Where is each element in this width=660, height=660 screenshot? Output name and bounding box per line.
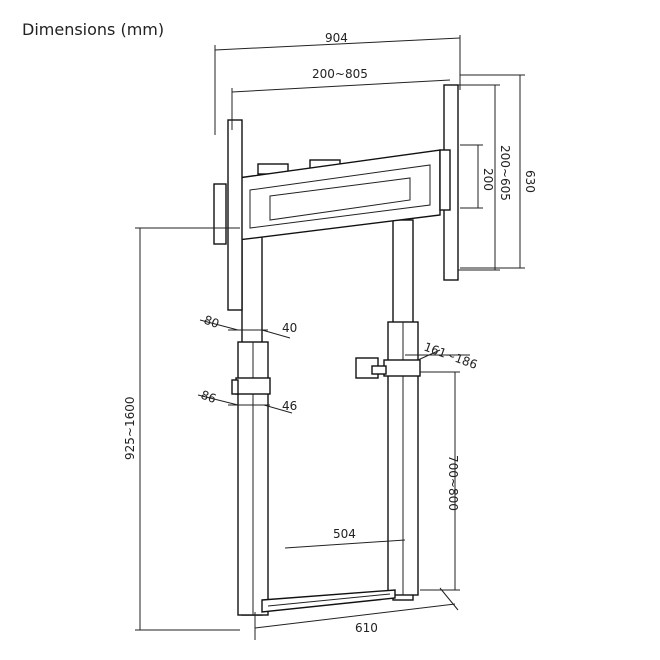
dim-overall-width: 904: [325, 31, 348, 45]
vesa-rail-left: [213, 119, 243, 311]
crossbar: [237, 149, 441, 241]
diagram-title: Dimensions (mm): [22, 20, 165, 39]
dim-overall-height: 925~1600: [123, 397, 137, 461]
dim-clamp-height: 700~800: [446, 455, 460, 511]
right-upright: [355, 219, 421, 601]
left-upright: [231, 229, 271, 616]
dim-base-width: 610: [355, 621, 378, 635]
vesa-rail-right: [439, 84, 459, 281]
dim-clamp-range: 161~186: [422, 340, 479, 372]
dim-inner-width: 504: [333, 527, 356, 541]
dim-lower-depth: 86: [199, 388, 218, 406]
base-bar: [261, 589, 396, 613]
dim-vesa-height: 200~605: [498, 145, 512, 201]
dimension-lines: [135, 35, 525, 640]
dim-vesa-width: 200~805: [312, 67, 368, 81]
dim-lower-width: 46: [282, 399, 297, 413]
dim-upper-width: 40: [282, 321, 297, 335]
dim-upper-depth: 80: [202, 313, 221, 331]
dim-rail-height: 630: [523, 170, 537, 193]
dim-min-vesa: 200: [481, 168, 495, 191]
